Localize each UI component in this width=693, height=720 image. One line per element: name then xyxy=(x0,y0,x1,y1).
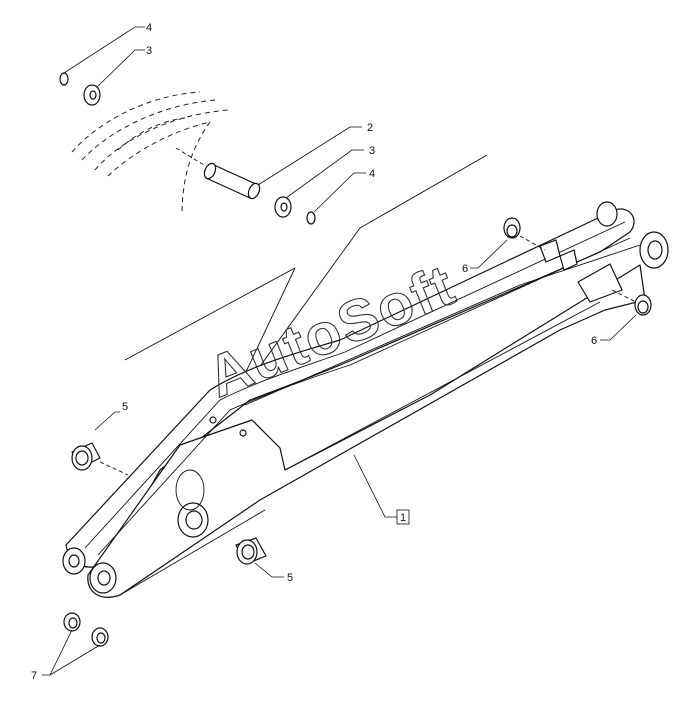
callout-6-upper: 6 xyxy=(462,263,468,275)
pin-part-2 xyxy=(203,162,261,200)
leader-lines xyxy=(42,26,637,676)
bushing-part-5-lower xyxy=(235,537,267,565)
callout-3-upper: 3 xyxy=(146,45,152,57)
callout-4-lower: 4 xyxy=(369,168,375,180)
callout-4-upper: 4 xyxy=(146,22,152,34)
callout-5-upper: 5 xyxy=(122,401,128,413)
callout-5-lower: 5 xyxy=(287,572,293,584)
o-ring-part-4-upper xyxy=(59,72,69,86)
phantom-outline xyxy=(71,91,229,216)
callout-6-lower: 6 xyxy=(591,335,597,347)
bushing-part-7-a xyxy=(63,612,81,632)
callout-7: 7 xyxy=(31,670,37,682)
bushing-part-7-b xyxy=(91,627,109,647)
boom-part-1 xyxy=(62,201,669,598)
guide-line-lower xyxy=(124,267,296,361)
guide-line-upper xyxy=(359,154,488,229)
callout-3-lower: 3 xyxy=(369,145,375,157)
callout-1: 1 xyxy=(400,512,406,524)
callout-box-1 xyxy=(396,509,410,525)
bushing-part-6-lower xyxy=(634,294,652,316)
washer-part-3-upper xyxy=(83,84,101,106)
bushing-part-5-upper xyxy=(71,442,101,471)
washer-part-3-lower xyxy=(274,196,292,218)
bushing-part-6-upper xyxy=(503,217,521,239)
o-ring-part-4-lower xyxy=(306,211,316,225)
callout-2: 2 xyxy=(367,122,373,134)
